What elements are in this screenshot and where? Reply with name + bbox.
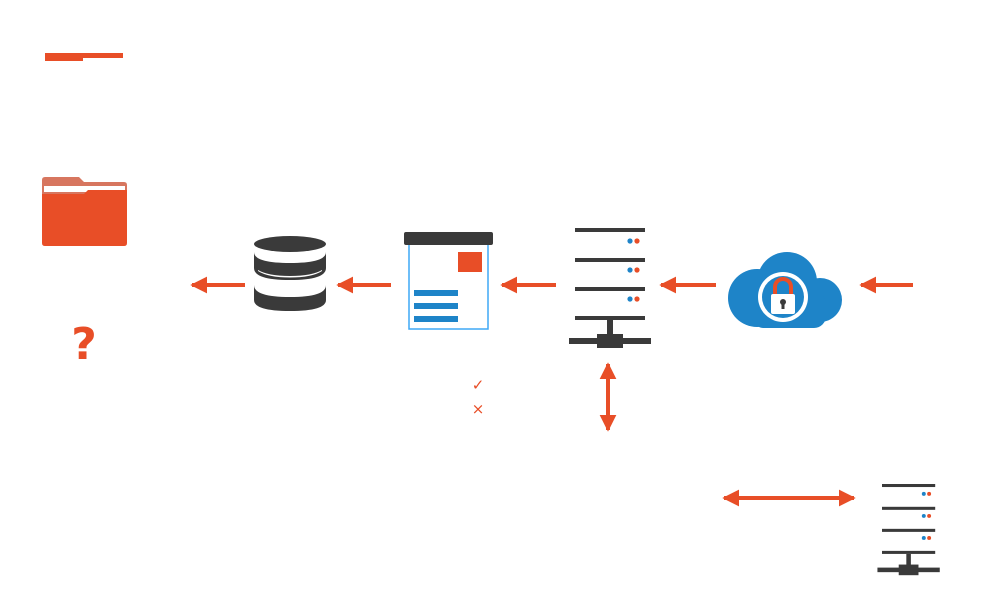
banner-bar-icon <box>45 53 123 61</box>
web-form-icon <box>404 232 493 330</box>
folder-icon <box>42 177 127 246</box>
server-rack-icon <box>877 484 940 576</box>
cross-icon: × <box>471 400 485 418</box>
check-icon: ✓ <box>471 376 485 394</box>
question-mark-icon: ? <box>71 319 97 370</box>
cloud-lock-icon <box>728 252 842 328</box>
database-icon <box>254 236 326 311</box>
server-rack-icon <box>569 228 651 348</box>
